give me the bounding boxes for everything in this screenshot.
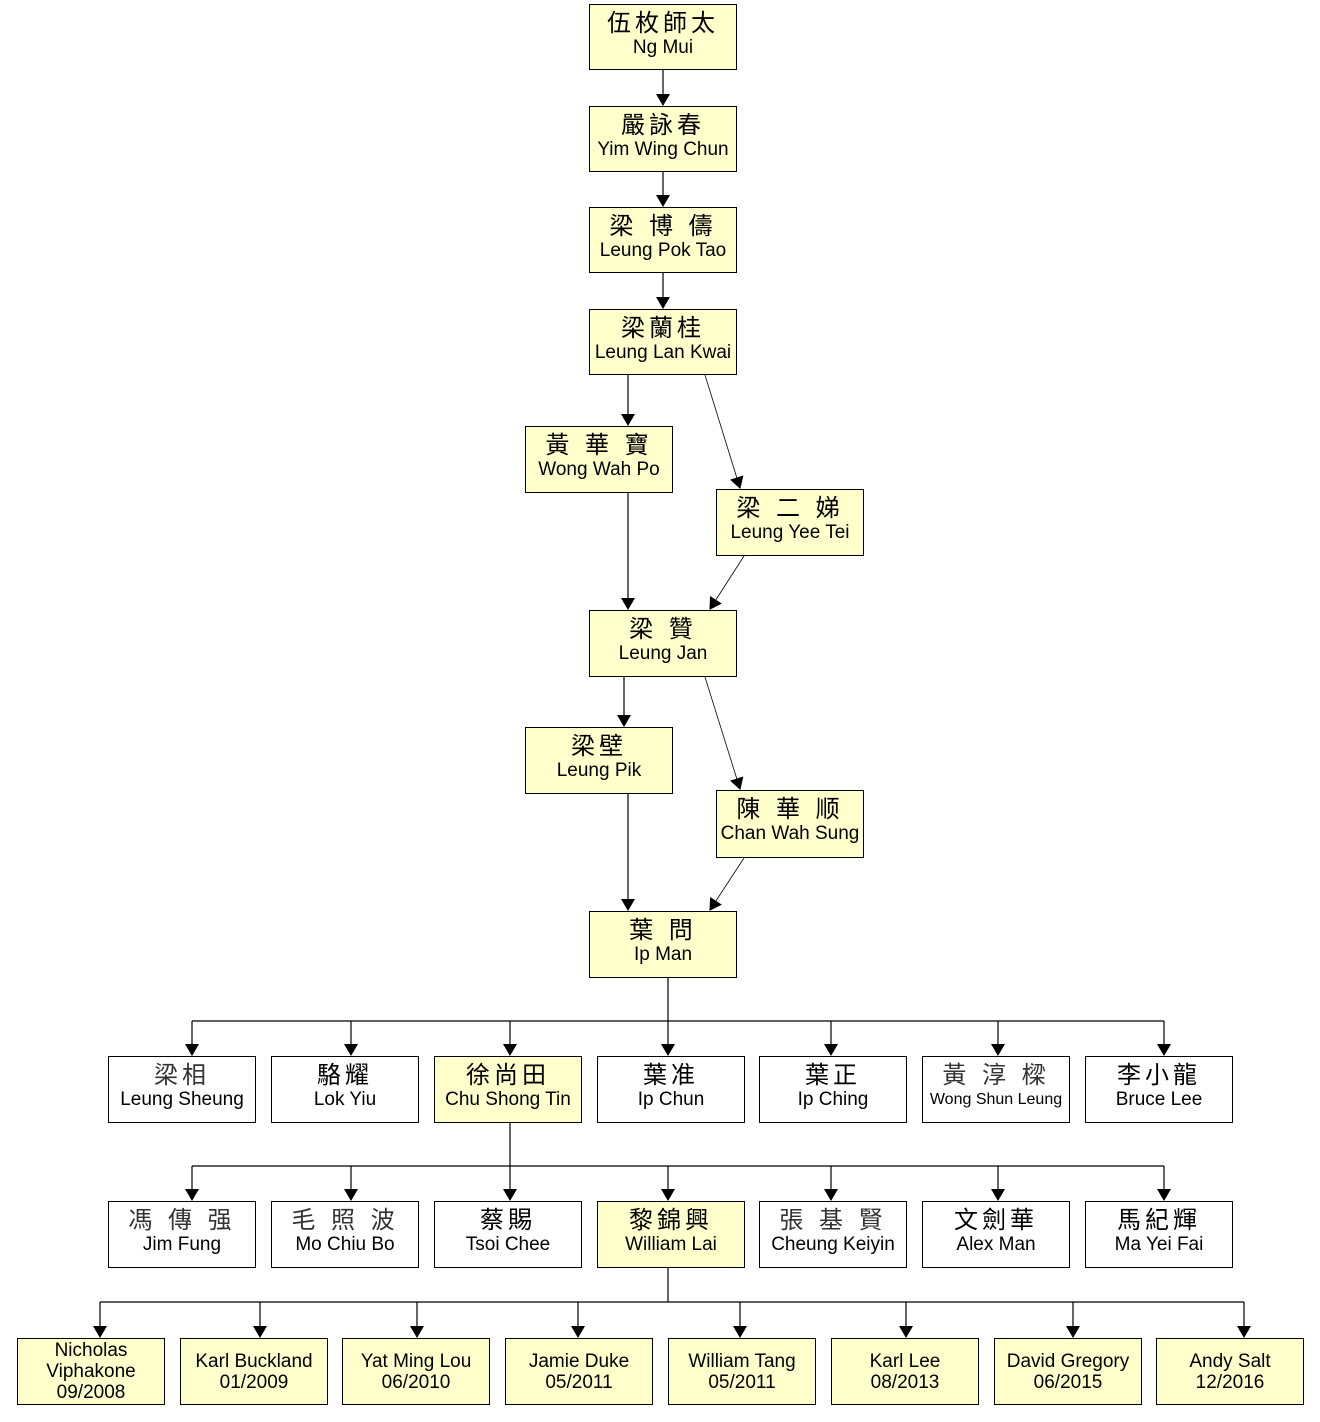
chinese-name: 黎錦興 <box>629 1206 713 1234</box>
chinese-name: 伍枚師太 <box>607 9 719 37</box>
node-leung-lan-kwai: 梁蘭桂 Leung Lan Kwai <box>589 309 737 375</box>
student-name-line-1: Nicholas <box>54 1340 128 1361</box>
english-name: Leung Sheung <box>120 1089 244 1110</box>
chinese-name: 嚴詠春 <box>621 111 705 139</box>
chinese-name: 梁蘭桂 <box>621 314 705 342</box>
english-name: Mo Chiu Bo <box>295 1234 395 1255</box>
chinese-name: 黃 淳 樑 <box>942 1061 1050 1089</box>
node-david-gregory: David Gregory 06/2015 <box>994 1338 1142 1405</box>
node-alex-man: 文劍華 Alex Man <box>922 1201 1070 1268</box>
node-karl-lee: Karl Lee 08/2013 <box>831 1338 979 1405</box>
english-name: Chu Shong Tin <box>445 1089 571 1110</box>
student-name: Jamie Duke <box>528 1350 630 1372</box>
english-name: Jim Fung <box>142 1234 222 1255</box>
chinese-name: 馬紀輝 <box>1117 1206 1201 1234</box>
student-date: 05/2011 <box>545 1371 613 1393</box>
node-cheung-keiyin: 張 基 賢 Cheung Keiyin <box>759 1201 907 1268</box>
english-name: Alex Man <box>956 1234 1036 1255</box>
english-name: Ip Chun <box>637 1089 705 1110</box>
chinese-name: 葉正 <box>805 1061 861 1089</box>
english-name: Chan Wah Sung <box>720 823 860 844</box>
chinese-name: 馮 傳 强 <box>128 1206 236 1234</box>
student-date: 09/2008 <box>56 1382 126 1403</box>
node-andy-salt: Andy Salt 12/2016 <box>1156 1338 1304 1405</box>
english-name: Wong Shun Leung <box>929 1091 1063 1108</box>
english-name: Leung Jan <box>618 643 708 664</box>
student-name: Andy Salt <box>1189 1350 1271 1372</box>
student-date: 12/2016 <box>1195 1371 1265 1393</box>
english-name: Lok Yiu <box>313 1089 377 1110</box>
node-nicholas-viphakone: Nicholas Viphakone 09/2008 <box>17 1338 165 1405</box>
student-name-line-2: Viphakone <box>46 1361 136 1382</box>
english-name: Leung Lan Kwai <box>594 342 732 363</box>
node-ng-mui: 伍枚師太 Ng Mui <box>589 4 737 70</box>
node-ma-yei-fai: 馬紀輝 Ma Yei Fai <box>1085 1201 1233 1268</box>
student-date: 01/2009 <box>219 1371 289 1393</box>
node-william-lai: 黎錦興 William Lai <box>597 1201 745 1268</box>
chinese-name: 李小龍 <box>1117 1061 1201 1089</box>
chinese-name: 張 基 賢 <box>779 1206 887 1234</box>
english-name: Leung Yee Tei <box>730 522 850 543</box>
node-ip-man: 葉 問 Ip Man <box>589 911 737 978</box>
node-leung-sheung: 梁相 Leung Sheung <box>108 1056 256 1123</box>
node-mo-chiu-bo: 毛 照 波 Mo Chiu Bo <box>271 1201 419 1268</box>
student-date: 05/2011 <box>708 1371 776 1393</box>
chinese-name: 梁 博 儔 <box>609 212 717 240</box>
english-name: Ip Man <box>633 944 693 965</box>
student-name: Yat Ming Lou <box>360 1350 472 1372</box>
chinese-name: 蔡賜 <box>480 1206 536 1234</box>
node-karl-buckland: Karl Buckland 01/2009 <box>180 1338 328 1405</box>
chinese-name: 梁壁 <box>571 732 627 760</box>
chinese-name: 葉 問 <box>629 916 697 944</box>
english-name: Bruce Lee <box>1115 1089 1203 1110</box>
chinese-name: 文劍華 <box>954 1206 1038 1234</box>
english-name: Ma Yei Fai <box>1114 1234 1204 1255</box>
node-chan-wah-sung: 陳 華 顺 Chan Wah Sung <box>716 790 864 858</box>
english-name: Leung Pok Tao <box>599 240 727 261</box>
node-wong-shun-leung: 黃 淳 樑 Wong Shun Leung <box>922 1056 1070 1123</box>
node-wong-wah-po: 黃 華 寶 Wong Wah Po <box>525 426 673 493</box>
node-william-tang: William Tang 05/2011 <box>668 1338 816 1405</box>
student-name: William Tang <box>688 1350 796 1372</box>
chinese-name: 陳 華 顺 <box>736 795 844 823</box>
chinese-name: 黃 華 寶 <box>545 431 653 459</box>
student-date: 06/2015 <box>1033 1371 1103 1393</box>
node-tsoi-chee: 蔡賜 Tsoi Chee <box>434 1201 582 1268</box>
english-name: William Lai <box>625 1234 717 1255</box>
student-name: Karl Buckland <box>195 1350 313 1372</box>
student-name: David Gregory <box>1006 1350 1130 1372</box>
node-yim-wing-chun: 嚴詠春 Yim Wing Chun <box>589 106 737 172</box>
node-leung-pik: 梁壁 Leung Pik <box>525 727 673 794</box>
student-name: Karl Lee <box>869 1350 941 1372</box>
node-jim-fung: 馮 傳 强 Jim Fung <box>108 1201 256 1268</box>
english-name: Cheung Keiyin <box>771 1234 895 1255</box>
node-leung-pok-tao: 梁 博 儔 Leung Pok Tao <box>589 207 737 273</box>
chinese-name: 毛 照 波 <box>291 1206 399 1234</box>
node-ip-ching: 葉正 Ip Ching <box>759 1056 907 1123</box>
chinese-name: 徐尚田 <box>466 1061 550 1089</box>
chinese-name: 梁 贊 <box>629 615 697 643</box>
node-leung-yee-tei: 梁 二 娣 Leung Yee Tei <box>716 489 864 556</box>
node-jamie-duke: Jamie Duke 05/2011 <box>505 1338 653 1405</box>
english-name: Wong Wah Po <box>538 459 660 480</box>
node-lok-yiu: 駱耀 Lok Yiu <box>271 1056 419 1123</box>
chinese-name: 葉准 <box>643 1061 699 1089</box>
node-leung-jan: 梁 贊 Leung Jan <box>589 610 737 677</box>
student-date: 06/2010 <box>381 1371 451 1393</box>
english-name: Ip Ching <box>797 1089 869 1110</box>
student-date: 08/2013 <box>870 1371 940 1393</box>
chinese-name: 駱耀 <box>317 1061 373 1089</box>
node-yat-ming-lou: Yat Ming Lou 06/2010 <box>342 1338 490 1405</box>
english-name: Yim Wing Chun <box>597 139 729 160</box>
chinese-name: 梁相 <box>154 1061 210 1089</box>
english-name: Leung Pik <box>556 760 642 781</box>
chinese-name: 梁 二 娣 <box>736 494 844 522</box>
english-name: Tsoi Chee <box>465 1234 551 1255</box>
english-name: Ng Mui <box>632 37 694 58</box>
node-chu-shong-tin: 徐尚田 Chu Shong Tin <box>434 1056 582 1123</box>
node-bruce-lee: 李小龍 Bruce Lee <box>1085 1056 1233 1123</box>
node-ip-chun: 葉准 Ip Chun <box>597 1056 745 1123</box>
